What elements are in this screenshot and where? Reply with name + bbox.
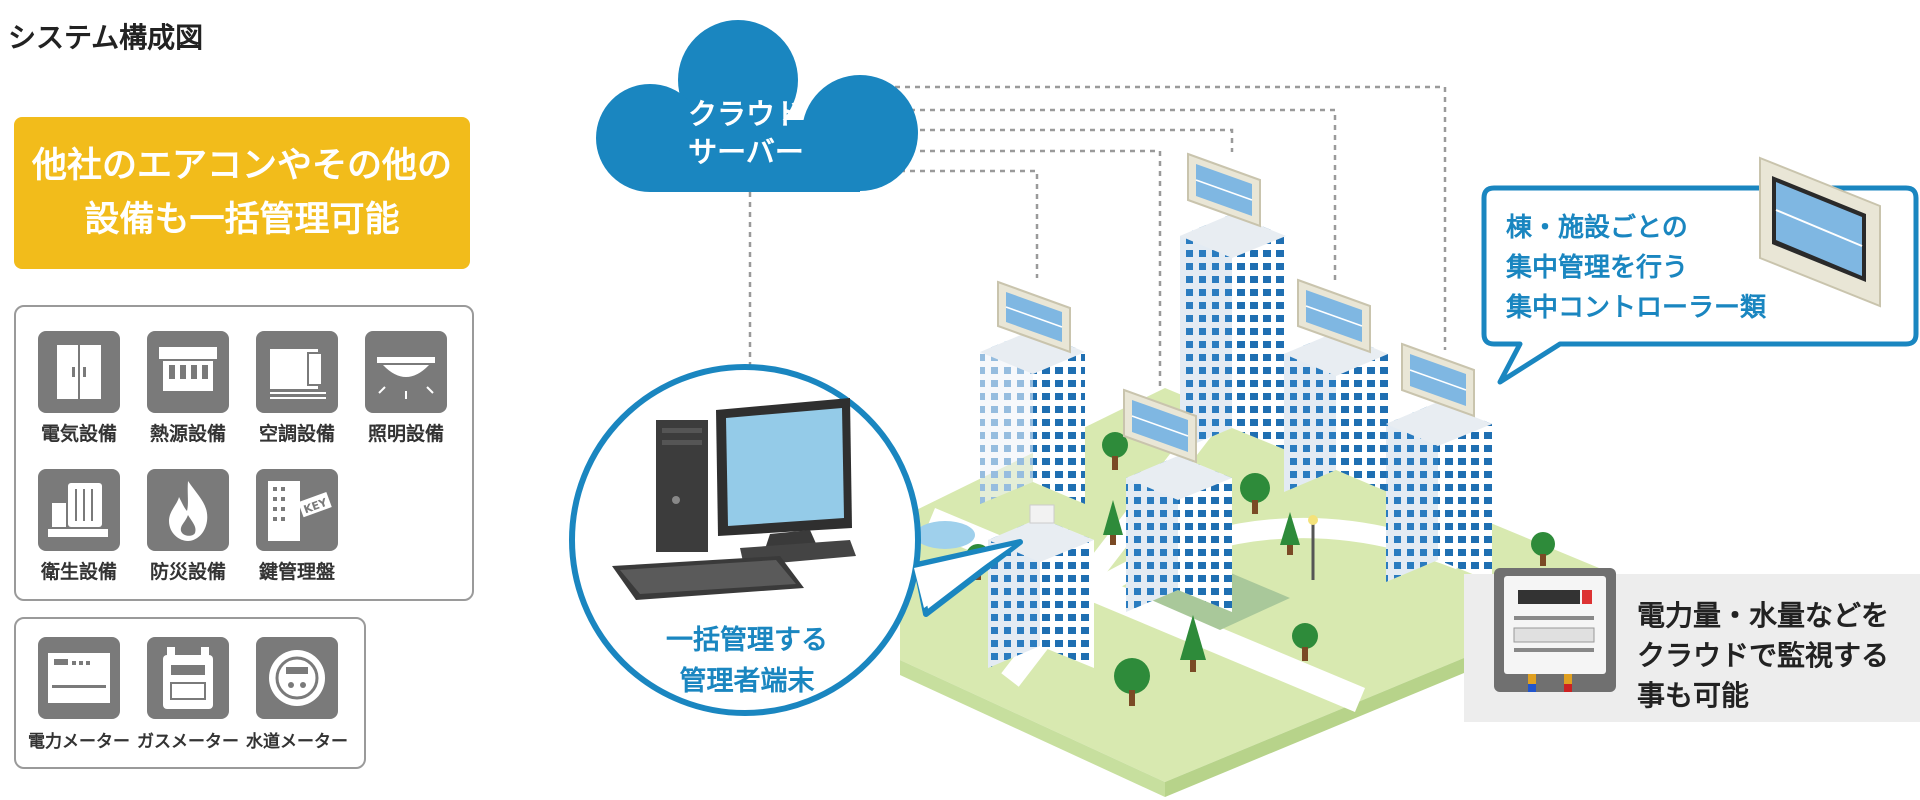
cloud-label-line-1: クラウド: [687, 97, 804, 131]
equipment-label: 鍵管理盤: [258, 561, 335, 583]
equipment-tile-lighting: [365, 331, 447, 413]
controller-callout: [1481, 156, 1919, 385]
power-meter-icon: [48, 653, 110, 703]
building: [1284, 332, 1388, 492]
feature-banner: 他社のエアコンやその他の 設備も一括管理可能: [14, 117, 470, 269]
equipment-tile-hvac: [256, 331, 338, 413]
meter-tile-power: [38, 637, 120, 719]
meter-note-line-2: クラウドで監視する: [1637, 639, 1890, 672]
building: [1180, 214, 1286, 450]
controller-screens: [997, 152, 1475, 464]
equipment-panel: 電気設備 熱源設備 空調設備 照明設備: [14, 305, 474, 601]
page-title: システム構成図: [8, 21, 204, 54]
cloud-server-icon: [596, 20, 918, 192]
meter-note: 電力量・水量などを クラウドで監視する 事も可能: [1637, 596, 1889, 716]
banner-line-1: 他社のエアコンやその他の: [31, 146, 452, 186]
controller-panel-icon: [997, 280, 1071, 354]
banner-line-2: 設備も一括管理可能: [84, 200, 400, 240]
switchboard-icon: [57, 345, 101, 399]
meter-note-line-1: 電力量・水量などを: [1637, 599, 1890, 632]
meter-label: ガスメーター: [137, 732, 239, 752]
network-links: [748, 85, 1447, 388]
meter-note-line-3: 事も可能: [1637, 679, 1750, 712]
equipment-tile-electrical: [38, 331, 120, 413]
electric-meter-icon: [1494, 568, 1616, 692]
equipment-label: 熱源設備: [149, 423, 226, 445]
meter-callout: [1464, 568, 1920, 722]
tree: [1114, 658, 1150, 706]
trees: [966, 432, 1555, 706]
terminal-label-line-2: 管理者端末: [679, 666, 815, 697]
controller-note-line-3: 集中コントローラー類: [1506, 293, 1767, 323]
meter-panel: 電力メーター ガスメーター 水道メーター: [14, 617, 366, 769]
fire-icon: [169, 481, 208, 541]
tree: [1103, 500, 1123, 545]
meter-label: 電力メーター: [28, 732, 130, 752]
tree: [1240, 473, 1270, 514]
desktop-computer-icon: [612, 398, 856, 600]
cloud-label-line-2: サーバー: [688, 135, 804, 169]
meter-label: 水道メーター: [246, 732, 348, 752]
cloud-label: クラウド サーバー: [642, 95, 850, 171]
central-controller-icon: [1759, 156, 1881, 308]
equipment-label: 照明設備: [367, 423, 444, 445]
equipment-label: 防災設備: [149, 561, 226, 583]
tree: [1292, 623, 1318, 661]
equipment-tile-disaster: [147, 469, 229, 551]
building: [1386, 402, 1492, 582]
air-conditioner-icon: [270, 349, 326, 399]
controller-note-line-2: 集中管理を行う: [1506, 253, 1689, 283]
heat-source-icon: [159, 347, 217, 391]
building: [980, 330, 1085, 504]
controller-panel-icon: [1123, 388, 1197, 464]
water-meter-icon: [269, 650, 325, 706]
meter-tile-gas: [147, 637, 229, 719]
building: [1126, 456, 1232, 612]
equipment-tile-heat-source: [147, 331, 229, 413]
tree: [1531, 532, 1555, 566]
controller-panel-icon: [1401, 342, 1475, 418]
water-pump-icon: [48, 483, 108, 537]
tree: [1102, 432, 1128, 470]
controller-panel-icon: [1297, 278, 1371, 354]
key-panel-icon: KEY: [268, 481, 332, 541]
controller-panel-icon: [1187, 152, 1261, 228]
equipment-label: 衛生設備: [40, 561, 117, 583]
terminal-label-line-1: 一括管理する: [666, 625, 828, 656]
equipment-label: 空調設備: [258, 423, 335, 445]
equipment-tile-key: KEY: [256, 469, 338, 551]
equipment-tile-sanitary: [38, 469, 120, 551]
gas-meter-icon: [163, 647, 213, 709]
ceiling-light-icon: [377, 357, 435, 399]
tree: [1180, 615, 1206, 672]
terminal-label: 一括管理する 管理者端末: [612, 620, 882, 702]
controller-note-line-1: 棟・施設ごとの: [1506, 213, 1688, 243]
meter-tile-water: [256, 637, 338, 719]
equipment-label: 電気設備: [40, 423, 117, 445]
controller-note: 棟・施設ごとの 集中管理を行う 集中コントローラー類: [1506, 208, 1766, 328]
tree: [1280, 512, 1300, 555]
